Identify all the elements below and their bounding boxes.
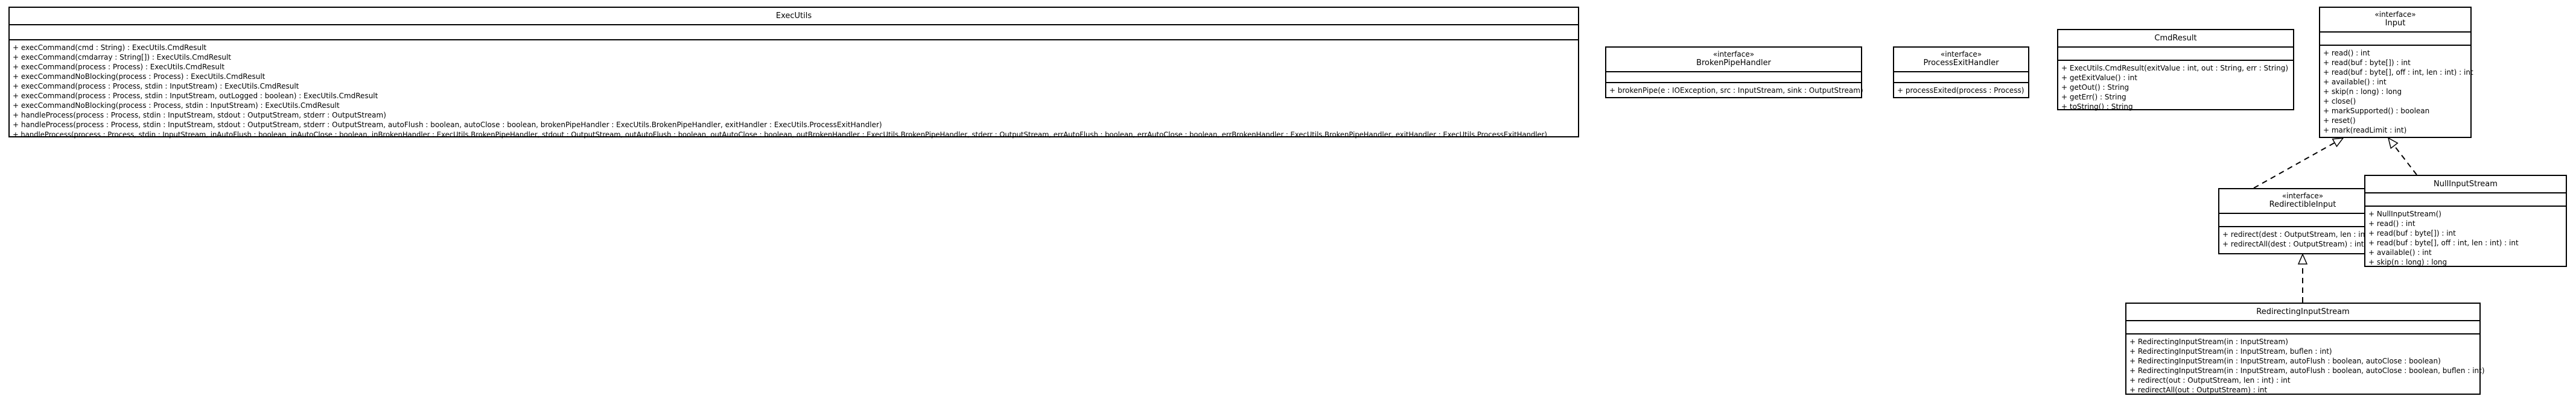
class-name: ProcessExitHandler — [1923, 58, 1999, 68]
interface-input: «interface» Input + read() : int + read(… — [2319, 7, 2473, 138]
class-header: NullInputStream — [2365, 176, 2566, 193]
class-header: «interface» RedirectibleInput — [2219, 189, 2386, 214]
realization-arrow-nullinputstream-to-input — [2388, 138, 2417, 175]
methods-compartment: + brokenPipe(e : IOException, src : Inpu… — [1606, 83, 1863, 97]
class-header: RedirectingInputStream — [2126, 304, 2479, 321]
method-item: + close() — [2323, 97, 2356, 105]
method-item: + execCommand(cmd : String) : ExecUtils.… — [13, 43, 207, 52]
method-item: + ExecUtils.CmdResult(exitValue : int, o… — [2061, 64, 2289, 72]
method-item: + read(buf : byte[]) : int — [2368, 229, 2456, 237]
class-header: «interface» Input — [2320, 8, 2470, 33]
method-item: + skip(n : long) : long — [2368, 258, 2447, 266]
methods-compartment: + processExited(process : Process) — [1894, 83, 2028, 97]
method-item: + read() : int — [2368, 219, 2415, 228]
class-name: RedirectingInputStream — [2256, 307, 2350, 316]
class-name: NullInputStream — [2434, 180, 2498, 189]
fields-compartment — [2365, 193, 2566, 207]
method-item: + brokenPipe(e : IOException, src : Inpu… — [1609, 86, 1863, 95]
method-item: + redirectAll(dest : OutputStream) : int — [2222, 240, 2364, 248]
methods-compartment: + execCommand(cmd : String) : ExecUtils.… — [10, 40, 1578, 141]
class-header: ExecUtils — [10, 8, 1578, 25]
class-name: CmdResult — [2154, 34, 2197, 43]
fields-compartment — [1894, 72, 2028, 83]
method-item: + read(buf : byte[], off : int, len : in… — [2323, 68, 2473, 77]
class-name: Input — [2385, 19, 2406, 28]
fields-compartment — [2320, 33, 2470, 46]
method-item: + execCommandNoBlocking(process : Proces… — [13, 72, 266, 81]
method-item: + mark(readLimit : int) — [2323, 126, 2407, 134]
interface-brokenpipehandler: «interface» BrokenPipeHandler + brokenPi… — [1605, 46, 1863, 98]
class-nullinputstream: NullInputStream + NullInputStream() + re… — [2364, 175, 2567, 267]
method-item: + redirect(dest : OutputStream, len : in… — [2222, 230, 2387, 239]
interface-redirectibleinput: «interface» RedirectibleInput + redirect… — [2218, 188, 2387, 254]
method-item: + available() : int — [2368, 248, 2432, 257]
fields-compartment — [2126, 321, 2479, 334]
method-item: + getOut() : String — [2061, 83, 2129, 92]
class-redirectinginputstream: RedirectingInputStream + RedirectingInpu… — [2125, 303, 2485, 397]
stereotype-label: «interface» — [1713, 50, 1755, 58]
fields-compartment — [1606, 72, 1861, 83]
methods-compartment: + NullInputStream() + read() : int + rea… — [2365, 207, 2566, 269]
class-name: ExecUtils — [775, 11, 812, 20]
method-item: + execCommand(process : Process, stdin :… — [13, 82, 299, 90]
methods-compartment: + ExecUtils.CmdResult(exitValue : int, o… — [2058, 61, 2293, 113]
method-item: + read() : int — [2323, 49, 2370, 57]
method-item: + skip(n : long) : long — [2323, 87, 2402, 96]
method-item: + read(buf : byte[], off : int, len : in… — [2368, 239, 2519, 247]
stereotype-label: «interface» — [2374, 10, 2416, 19]
method-item: + redirect(out : OutputStream, len : int… — [2129, 376, 2291, 385]
class-header: «interface» ProcessExitHandler — [1894, 48, 2028, 72]
method-item: + handleProcess(process : Process, stdin… — [13, 121, 882, 129]
method-item: + execCommand(process : Process) : ExecU… — [13, 63, 225, 71]
method-item: + RedirectingInputStream(in : InputStrea… — [2129, 338, 2288, 346]
class-header: CmdResult — [2058, 30, 2293, 48]
method-item: + redirectAll(out : OutputStream) : int — [2129, 386, 2268, 394]
method-item: + execCommand(cmdarray : String[]) : Exe… — [13, 53, 231, 61]
method-item: + getExitValue() : int — [2061, 74, 2137, 82]
method-item: + reset() — [2323, 116, 2356, 125]
methods-compartment: + read() : int + read(buf : byte[]) : in… — [2320, 46, 2473, 137]
method-item: + execCommandNoBlocking(process : Proces… — [13, 101, 340, 110]
method-item: + processExited(process : Process) — [1897, 86, 2024, 95]
method-item: + RedirectingInputStream(in : InputStrea… — [2129, 366, 2485, 375]
method-item: + RedirectingInputStream(in : InputStrea… — [2129, 347, 2332, 356]
realization-arrow-redirectible-to-input — [2253, 138, 2343, 189]
method-item: + execCommand(process : Process, stdin :… — [13, 92, 378, 100]
fields-compartment — [2219, 214, 2386, 227]
fields-compartment — [2058, 48, 2293, 61]
class-cmdresult: CmdResult + ExecUtils.CmdResult(exitValu… — [2057, 29, 2294, 113]
method-item: + read(buf : byte[]) : int — [2323, 58, 2411, 67]
stereotype-label: «interface» — [1940, 50, 1982, 58]
method-item: + handleProcess(process : Process, stdin… — [13, 111, 386, 119]
method-item: + markSupported() : boolean — [2323, 107, 2430, 115]
class-executils: ExecUtils + execCommand(cmd : String) : … — [8, 7, 1579, 139]
class-name: RedirectibleInput — [2269, 200, 2336, 209]
class-name: BrokenPipeHandler — [1696, 58, 1771, 68]
interface-processexithandler: «interface» ProcessExitHandler + process… — [1893, 46, 2029, 98]
stereotype-label: «interface» — [2282, 192, 2324, 200]
method-item: + handleProcess(process : Process, stdin… — [13, 130, 1547, 139]
method-item: + getErr() : String — [2061, 93, 2126, 101]
method-item: + toString() : String — [2061, 102, 2133, 111]
methods-compartment: + redirect(dest : OutputStream, len : in… — [2219, 227, 2387, 251]
class-header: «interface» BrokenPipeHandler — [1606, 48, 1861, 72]
method-item: + RedirectingInputStream(in : InputStrea… — [2129, 357, 2441, 365]
method-item: + NullInputStream() — [2368, 210, 2441, 218]
fields-compartment — [10, 25, 1578, 40]
method-item: + available() : int — [2323, 78, 2387, 86]
methods-compartment: + RedirectingInputStream(in : InputStrea… — [2126, 334, 2485, 397]
